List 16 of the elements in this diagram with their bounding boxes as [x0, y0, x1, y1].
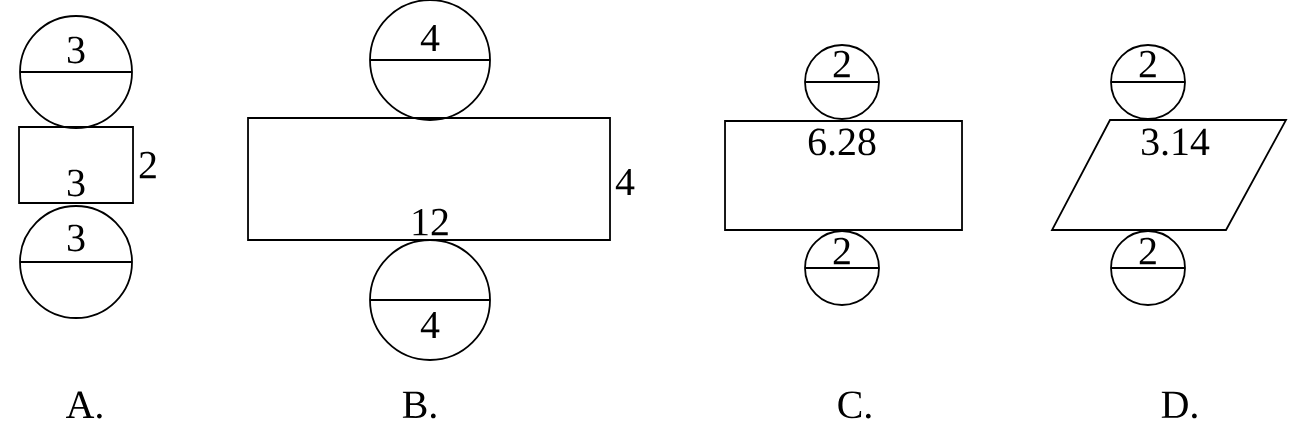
- dimension-label: 2: [139, 151, 156, 179]
- circle-face: 3: [19, 205, 133, 319]
- circle-face: 4: [369, 239, 491, 361]
- rectangle-face: 12: [247, 117, 611, 241]
- circle-face: 2: [804, 44, 880, 120]
- circle-face: 2: [1110, 230, 1186, 306]
- option-label: D.: [1161, 391, 1197, 419]
- rectangle-face: 6.28: [724, 120, 963, 231]
- circle-face: 2: [1110, 44, 1186, 120]
- circle-face: 2: [804, 230, 880, 306]
- option-label: C.: [838, 391, 871, 419]
- rectangle-face: 3: [18, 126, 134, 204]
- option-label: A.: [66, 391, 102, 419]
- circle-face: 3: [19, 15, 133, 129]
- dimension-label: 4: [615, 168, 635, 196]
- circle-face: 4: [369, 0, 491, 121]
